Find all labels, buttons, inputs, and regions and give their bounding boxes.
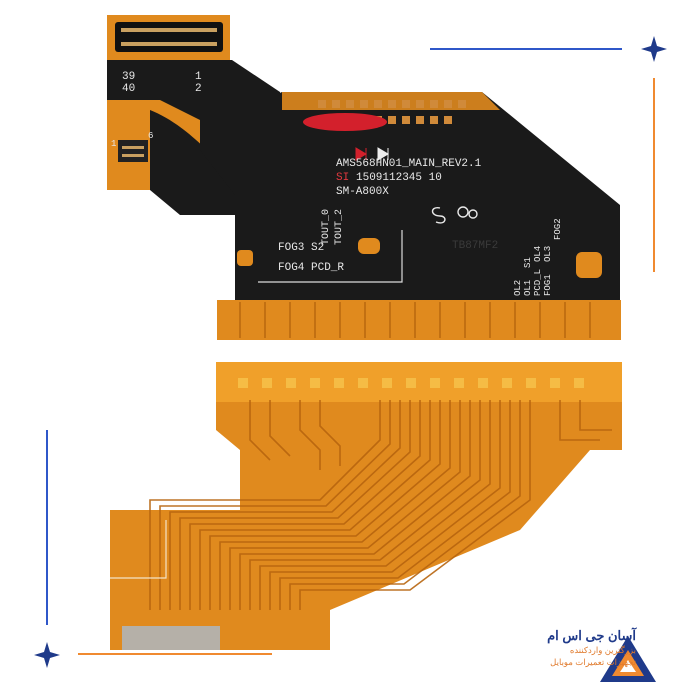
label-ol1: OL1	[523, 280, 533, 296]
pin-label-small-6: 6	[148, 131, 153, 141]
brand-block: آسان جی اس ام بزرگترین وارد‌کننده تجهیزا…	[486, 628, 636, 668]
brand-logo-icon	[600, 636, 656, 682]
label-fog1: FOG1	[543, 274, 553, 296]
model-text: SM-A800X	[336, 186, 389, 198]
fog3-s2-label: FOG3 S2	[278, 242, 324, 254]
part-number-text: AMS568HN01_MAIN_REV2.1	[336, 158, 482, 170]
sparkle-icon	[641, 36, 667, 62]
serial-prefix-text: SI	[336, 172, 349, 184]
diode-mark-right	[377, 147, 389, 161]
brand-tagline-1: بزرگترین وارد‌کننده	[569, 645, 636, 655]
label-s1: S1	[523, 257, 533, 268]
sparkle-icon-bottom	[34, 642, 60, 668]
label-pcdl: PCD_L	[533, 269, 543, 296]
label-ol3: OL3	[543, 246, 553, 262]
pin-label-small-1: 1	[111, 139, 116, 149]
red-adhesive-mark	[303, 113, 387, 131]
samsung-logo-mark	[431, 206, 478, 224]
tout2-label: TOUT_2	[334, 209, 345, 245]
small-connector	[118, 140, 148, 162]
serial-number-text: 1509112345 10	[356, 172, 442, 184]
label-ol4: OL4	[533, 246, 543, 262]
fog4-pcdr-label: FOG4 PCD_R	[278, 262, 344, 274]
label-ol2: OL2	[513, 280, 523, 296]
brand-name: آسان جی اس ام	[547, 628, 636, 643]
board-connector	[115, 22, 223, 52]
stamp-text: TB87MF2	[452, 240, 498, 252]
flex-lower	[110, 362, 622, 650]
tout0-label: TOUT_0	[321, 209, 332, 245]
diode-mark-left	[355, 147, 367, 161]
label-fog2: FOG2	[553, 218, 563, 240]
brand-tagline-2: تجهیزات تعمیرات موبایل	[550, 657, 636, 667]
bottom-stiffener	[122, 626, 220, 650]
